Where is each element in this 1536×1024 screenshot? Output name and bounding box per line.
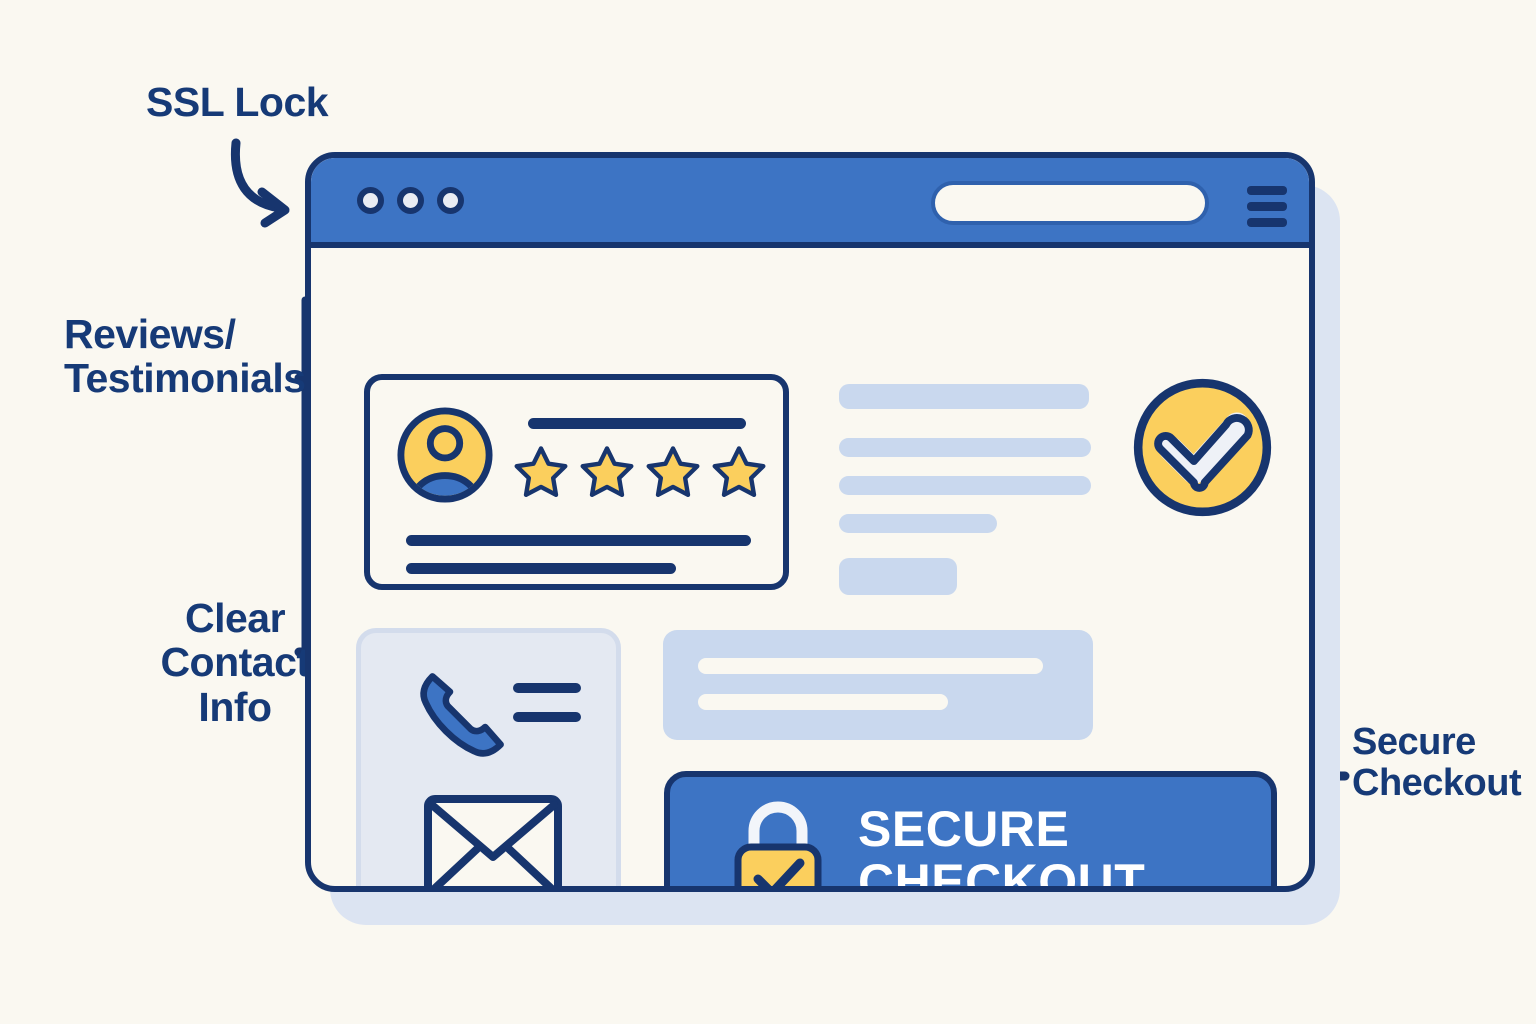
review-text-line — [406, 563, 676, 574]
skeleton-line — [839, 384, 1089, 409]
address-bar[interactable] — [931, 181, 1209, 225]
padlock-check-icon — [734, 801, 822, 886]
star-icon — [712, 446, 766, 498]
contact-text-line — [513, 712, 581, 722]
content-block-line — [698, 694, 948, 710]
star-rating — [510, 442, 770, 504]
annotation-label-secure-checkout: Secure Checkout — [1352, 721, 1522, 805]
content-block-line — [698, 658, 1043, 674]
skeleton-line — [839, 476, 1091, 495]
secure-checkout-button[interactable]: SECURE CHECKOUT — [664, 771, 1277, 892]
checkmark-circle-icon — [1133, 378, 1272, 517]
reviewer-name-placeholder — [528, 418, 746, 429]
annotation-label-reviews: Reviews/ Testimonials — [64, 311, 306, 402]
window-dot-close[interactable] — [357, 186, 384, 214]
star-icon — [514, 446, 568, 498]
hamburger-icon[interactable] — [1247, 186, 1287, 227]
user-avatar-icon — [397, 407, 493, 503]
skeleton-line — [839, 438, 1091, 457]
annotation-label-contact-info: Clear Contact Info — [160, 595, 310, 730]
contact-text-line — [513, 683, 581, 693]
star-icon — [580, 446, 634, 498]
phone-icon — [420, 673, 504, 757]
annotation-label-ssl-lock: SSL Lock — [146, 79, 329, 125]
browser-titlebar — [311, 158, 1309, 248]
secure-checkout-label: SECURE CHECKOUT — [858, 801, 1146, 892]
window-dot-minimize[interactable] — [397, 186, 424, 214]
skeleton-block — [839, 558, 957, 595]
contact-info-panel[interactable] — [356, 628, 621, 886]
window-dot-maximize[interactable] — [437, 186, 464, 214]
ssl-arrow-icon — [230, 138, 290, 228]
page-content: SECURE CHECKOUT — [311, 248, 1309, 892]
review-testimonial-card[interactable] — [364, 374, 789, 590]
skeleton-line — [839, 514, 997, 533]
browser-window: SECURE CHECKOUT — [305, 152, 1315, 892]
content-block — [663, 630, 1093, 740]
review-text-line — [406, 535, 751, 546]
window-controls[interactable] — [357, 186, 464, 214]
star-icon — [646, 446, 700, 498]
envelope-icon — [424, 795, 562, 886]
